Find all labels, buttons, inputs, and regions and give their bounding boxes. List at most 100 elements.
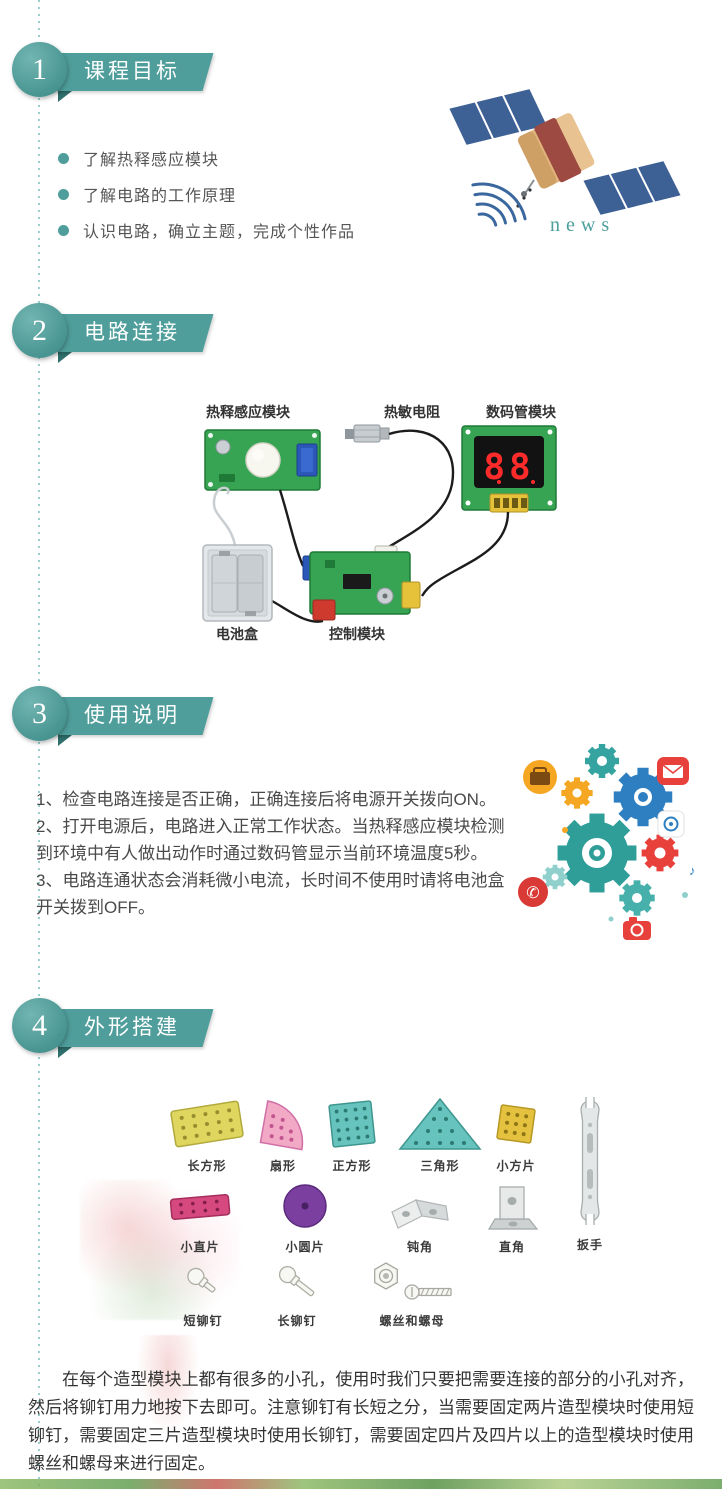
assembly-note: 在每个造型模块上都有很多的小孔，使用时我们只要把需要连接的部分的小孔对齐，然后将…: [28, 1370, 694, 1473]
banner-fold-icon: [58, 735, 72, 746]
shape-small-strip: 小直片: [155, 1178, 245, 1255]
digit-module-board: 88: [461, 425, 557, 513]
media-player-icon: [657, 810, 685, 838]
section-3-number-badge: 3: [12, 686, 67, 741]
objective-text: 了解电路的工作原理: [83, 188, 237, 205]
objectives-list: 了解热释感应模块 了解电路的工作原理 认识电路，确立主题，完成个性作品: [58, 146, 355, 254]
satellite-right-panel: [580, 158, 684, 218]
section-3-header: 使用说明 3: [12, 686, 252, 748]
thermistor-label: 热敏电阻: [384, 404, 440, 420]
section-1-number: 1: [32, 52, 47, 86]
news-caption: news: [550, 214, 616, 236]
circuit-wires: [271, 429, 510, 623]
shape-rectangle: 长方形: [162, 1095, 252, 1174]
usage-steps: 1、检查电路连接是否正确，正确连接后将电源开关拨向ON。 2、打开电源后，电路进…: [36, 786, 506, 921]
shape-label: 长方形: [187, 1159, 227, 1173]
satellite-body: [518, 113, 595, 189]
digit-module-label: 数码管模块: [486, 404, 556, 420]
shape-label: 钝角: [406, 1240, 433, 1254]
bullet-icon: [58, 152, 69, 164]
satellite-drawing: [446, 86, 684, 227]
pir-module-board: [204, 429, 321, 491]
shape-label: 正方形: [332, 1159, 372, 1173]
section-3-title: 使用说明: [84, 704, 180, 727]
shape-long-rivet: 长铆钉: [252, 1256, 342, 1329]
banner-fold-icon: [58, 1047, 72, 1058]
objective-item: 认识电路，确立主题，完成个性作品: [58, 218, 355, 242]
control-module-board: [302, 545, 421, 621]
section-2-number-badge: 2: [12, 303, 67, 358]
shape-label: 直角: [498, 1240, 525, 1254]
small-disc-piece-icon: [279, 1178, 331, 1234]
section-1-banner: 课程目标: [50, 53, 214, 91]
fan-piece-icon: [250, 1095, 316, 1153]
circuit-drawing: 88: [202, 424, 557, 623]
right-bracket-icon: [483, 1178, 541, 1234]
objective-item: 了解热释感应模块: [58, 146, 355, 170]
usage-step-2: 2、打开电源后，电路进入正常工作状态。当热释感应模块检测到环境中有人做出动作时通…: [36, 817, 505, 863]
section-2-header: 电路连接 2: [12, 303, 252, 365]
objective-text: 了解热释感应模块: [83, 152, 220, 169]
shape-screw-nut: 螺丝和螺母: [352, 1256, 472, 1329]
section-4-header: 外形搭建 4: [12, 998, 252, 1060]
obtuse-bracket-icon: [386, 1178, 454, 1234]
section-1-number-badge: 1: [12, 42, 67, 97]
battery-box-part: [202, 544, 273, 622]
camera-icon: [623, 917, 651, 940]
short-rivet-icon: [179, 1256, 227, 1308]
section-3-number: 3: [32, 696, 47, 730]
square-piece-icon: [323, 1095, 381, 1153]
wrench-icon: [572, 1090, 608, 1232]
section-4-number-badge: 4: [12, 998, 67, 1053]
banner-fold-icon: [58, 352, 72, 363]
usage-step-1: 1、检查电路连接是否正确，正确连接后将电源开关拨向ON。: [36, 790, 496, 809]
shape-label: 短铆钉: [183, 1314, 223, 1328]
bullet-icon: [58, 224, 69, 236]
timeline-dotted-line: [38, 0, 40, 1489]
triangle-piece-icon: [394, 1095, 486, 1153]
shape-label: 小方片: [496, 1159, 536, 1173]
satellite-illustration: news: [430, 78, 700, 253]
circuit-illustration: 88: [175, 400, 640, 642]
screw-and-nut-icon: [364, 1256, 460, 1308]
objective-item: 了解电路的工作原理: [58, 182, 355, 206]
section-4-number: 4: [32, 1008, 47, 1042]
shape-small-square: 小方片: [471, 1095, 561, 1174]
briefcase-icon: [523, 760, 557, 794]
shape-label: 小直片: [180, 1240, 220, 1254]
pir-module-label: 热释感应模块: [206, 404, 290, 420]
objective-text: 认识电路，确立主题，完成个性作品: [83, 224, 356, 241]
gears-drawing: ✆ ♪: [518, 744, 696, 940]
section-2-title: 电路连接: [84, 321, 180, 344]
mail-icon: [657, 757, 689, 785]
shape-label: 扳手: [576, 1238, 603, 1252]
shape-small-disc: 小圆片: [260, 1178, 350, 1255]
section-4-banner: 外形搭建: [50, 1009, 214, 1047]
thermistor-part: [345, 424, 390, 443]
long-rivet-icon: [269, 1256, 325, 1308]
shape-label: 长铆钉: [277, 1314, 317, 1328]
gears-illustration: ✆ ♪: [505, 735, 705, 940]
background-bottom-strip: [0, 1479, 722, 1489]
signal-waves-icon: [471, 182, 527, 227]
digit-display-value: 88: [483, 447, 534, 488]
battery-wire: [212, 486, 237, 546]
control-module-label: 控制模块: [329, 626, 385, 642]
banner-fold-icon: [58, 91, 72, 102]
section-3-banner: 使用说明: [50, 697, 214, 735]
shape-label: 扇形: [269, 1159, 296, 1173]
shape-triangle: 三角形: [394, 1095, 486, 1174]
shape-right-bracket: 直角: [467, 1178, 557, 1255]
music-note-icon: ♪: [689, 863, 696, 878]
svg-text:✆: ✆: [526, 885, 539, 902]
satellite-dish: [521, 191, 527, 197]
shape-label: 三角形: [420, 1159, 460, 1173]
bullet-icon: [58, 188, 69, 200]
section-1-header: 课程目标 1: [12, 42, 252, 104]
shape-obtuse-bracket: 钝角: [375, 1178, 465, 1255]
section-2-banner: 电路连接: [50, 314, 214, 352]
section-4-title: 外形搭建: [84, 1016, 180, 1039]
small-strip-piece-icon: [166, 1178, 234, 1234]
usage-step-3: 3、电路连通状态会消耗微小电流，长时间不使用时请将电池盒开关拨到OFF。: [36, 871, 505, 917]
section-2-number: 2: [32, 313, 47, 347]
